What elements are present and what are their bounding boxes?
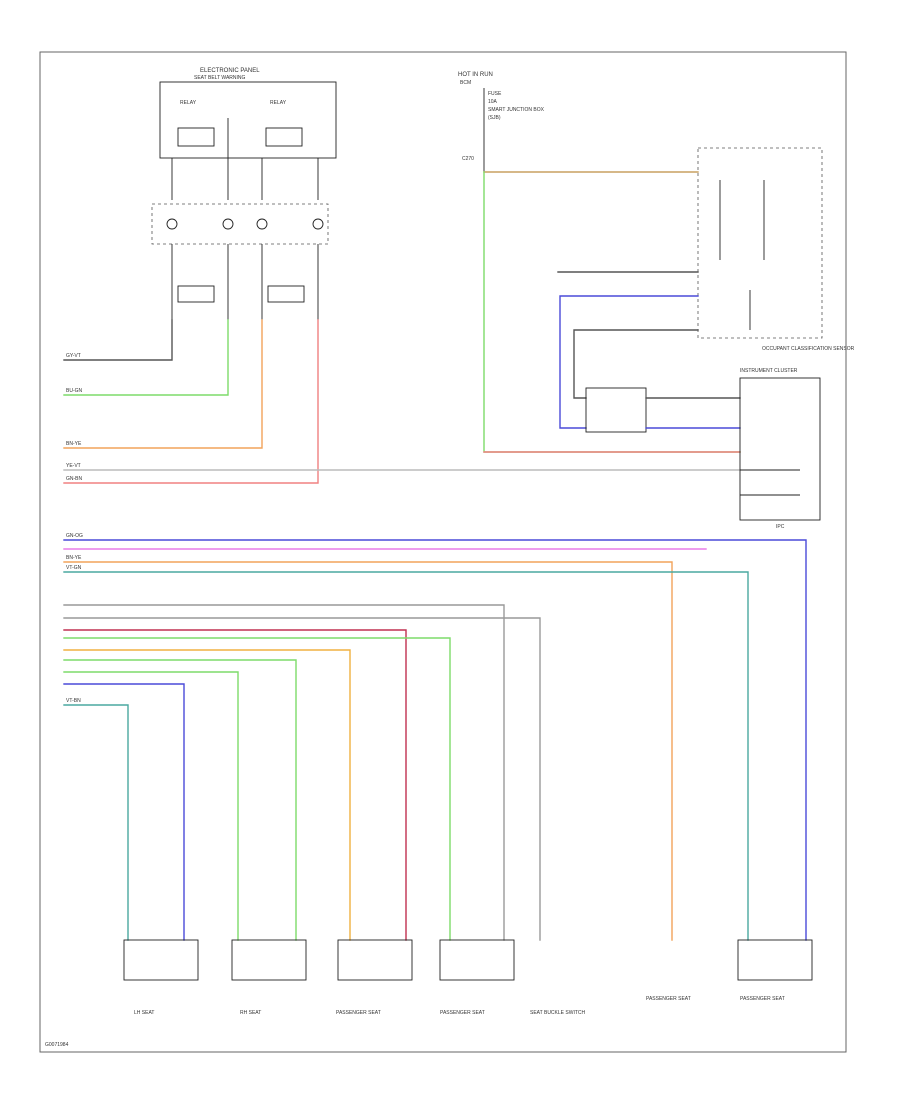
bottom-label-5: SEAT BUCKLE SWITCH <box>530 1010 585 1016</box>
frame-label: G0071984 <box>45 1042 69 1048</box>
fuse-note-4: (SJB) <box>488 115 501 121</box>
diagram-frame <box>39 51 847 1053</box>
fuse-note-2: 10A <box>488 99 498 105</box>
relay-left-label: RELAY <box>180 100 197 106</box>
wire-label-3: BN-YE <box>66 441 82 447</box>
fuse-top-label: HOT IN RUN <box>458 72 493 78</box>
top-module-subtitle: SEAT BELT WARNING <box>194 75 246 81</box>
bottom-label-1: LH SEAT <box>134 1010 154 1016</box>
top-left-wires: GY-VT BU-GN BN-YE YE-VT GN-BN <box>63 319 741 484</box>
bus-wires: GN-OG BN-YE VT-GN VT-BN <box>63 533 807 941</box>
wire-label-6: GN-OG <box>66 533 83 539</box>
fuse-block: HOT IN RUN BCM FUSE 10A SMART JUNCTION B… <box>458 72 545 172</box>
wire-label-1: GY-VT <box>66 353 81 359</box>
top-module-title: ELECTRONIC PANEL <box>200 68 260 74</box>
top-module: ELECTRONIC PANEL SEAT BELT WARNING RELAY… <box>151 68 337 320</box>
right-wires <box>483 171 741 453</box>
bottom-components: LH SEAT RH SEAT PASSENGER SEAT PASSENGER… <box>123 939 813 1016</box>
bottom-label-2: RH SEAT <box>240 1010 261 1016</box>
instrument-cluster: INSTRUMENT CLUSTER IPC <box>739 368 821 530</box>
wire-label-7: BN-YE <box>66 555 82 561</box>
fuse-note-3: SMART JUNCTION BOX <box>488 107 545 113</box>
fuse-junction: C270 <box>462 156 474 162</box>
wire-label-8: VT-GN <box>66 565 82 571</box>
bottom-label-7: PASSENGER SEAT <box>740 996 785 1002</box>
wire-label-2: BU-GN <box>66 388 83 394</box>
wire-label-4: YE-VT <box>66 463 81 469</box>
occupant-module-label: OCCUPANT CLASSIFICATION SENSOR <box>762 346 855 352</box>
ipc-label: IPC <box>776 524 785 530</box>
wire-label-5: GN-BN <box>66 476 83 482</box>
bottom-label-4: PASSENGER SEAT <box>440 1010 485 1016</box>
fuse-note-1: FUSE <box>488 91 502 97</box>
bottom-label-3: PASSENGER SEAT <box>336 1010 381 1016</box>
bottom-label-6: PASSENGER SEAT <box>646 996 691 1002</box>
occupant-module: OCCUPANT CLASSIFICATION SENSOR <box>697 147 855 352</box>
relay-right-label: RELAY <box>270 100 287 106</box>
instrument-cluster-label: INSTRUMENT CLUSTER <box>740 368 798 374</box>
wire-label-9: VT-BN <box>66 698 81 704</box>
fuse-sub-label: BCM <box>460 80 471 86</box>
